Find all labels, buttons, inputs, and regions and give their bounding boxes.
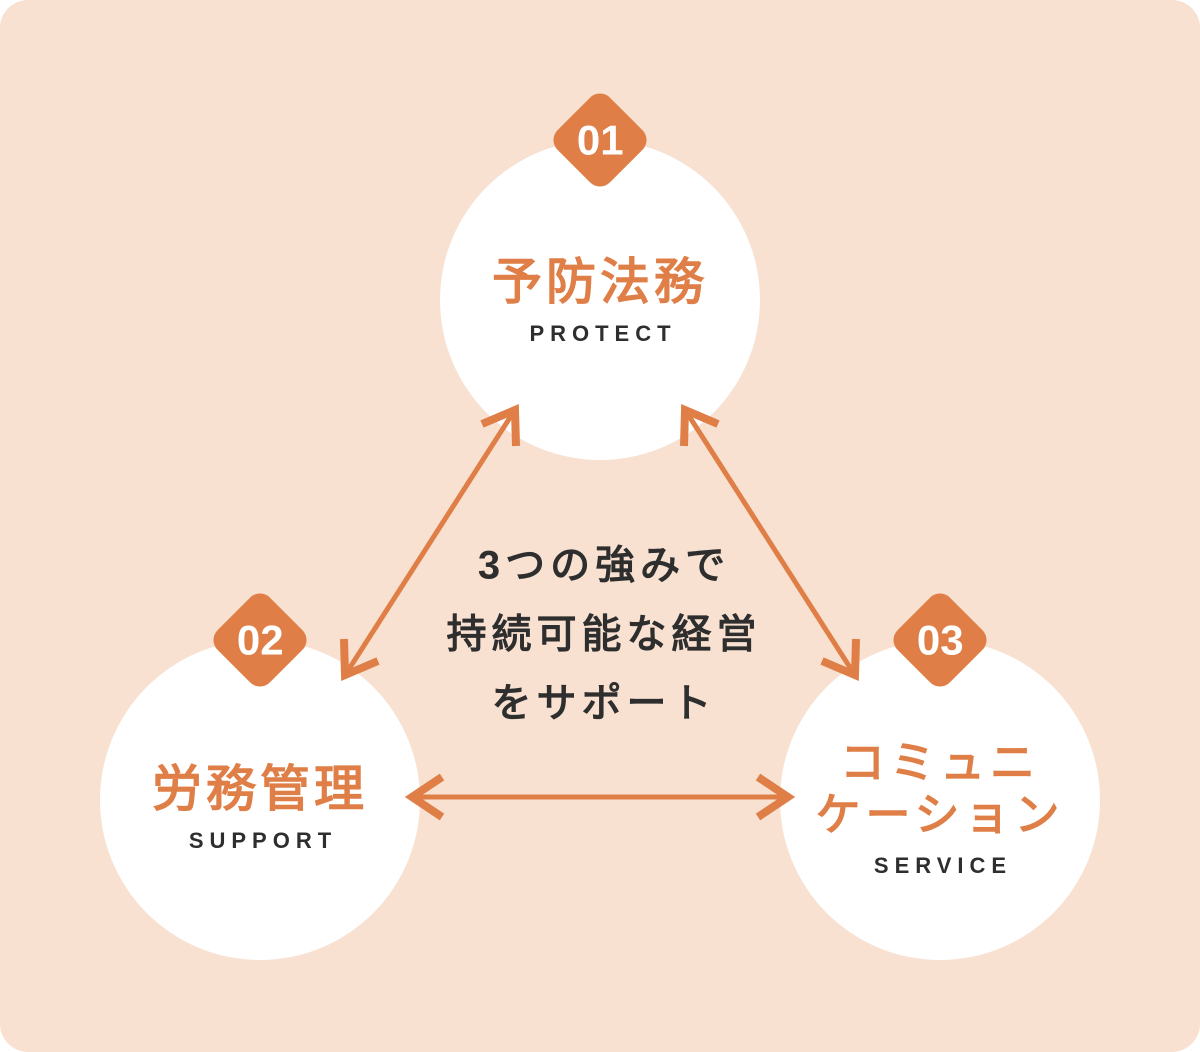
center-caption-line2: 持続可能な経営: [446, 612, 762, 657]
badge-03-number: 03: [916, 616, 964, 663]
arrow-protect-service: [680, 404, 860, 681]
node-support-title: 労務管理: [152, 760, 368, 817]
node-protect-subtitle: PROTECT: [529, 320, 677, 346]
circle-service: コミュニ ケーション SERVICE: [780, 640, 1100, 960]
circle-support: 労務管理 SUPPORT: [100, 640, 420, 960]
node-service-title-line1: コミュニ: [839, 736, 1040, 788]
node-support: 労務管理 SUPPORT 02: [100, 587, 420, 960]
node-service-title-line2: ケーション: [815, 788, 1065, 840]
badge-01-number: 01: [576, 116, 624, 163]
node-protect-title: 予防法務: [492, 253, 708, 310]
center-caption: 3つの強みで 持続可能な経営 をサポート: [447, 532, 762, 739]
node-service: コミュニ ケーション SERVICE 03: [780, 587, 1100, 960]
node-protect: 予防法務 PROTECT 01: [440, 87, 760, 460]
circle-protect: 予防法務 PROTECT: [440, 140, 760, 460]
node-support-subtitle: SUPPORT: [188, 827, 338, 853]
node-service-subtitle: SERVICE: [873, 852, 1013, 878]
badge-02-number: 02: [236, 616, 284, 663]
arrow-support-service: [404, 773, 796, 821]
center-caption-line3: をサポート: [491, 681, 717, 726]
center-caption-line1: 3つの強みで: [477, 543, 731, 588]
arrow-protect-support: [340, 404, 520, 681]
